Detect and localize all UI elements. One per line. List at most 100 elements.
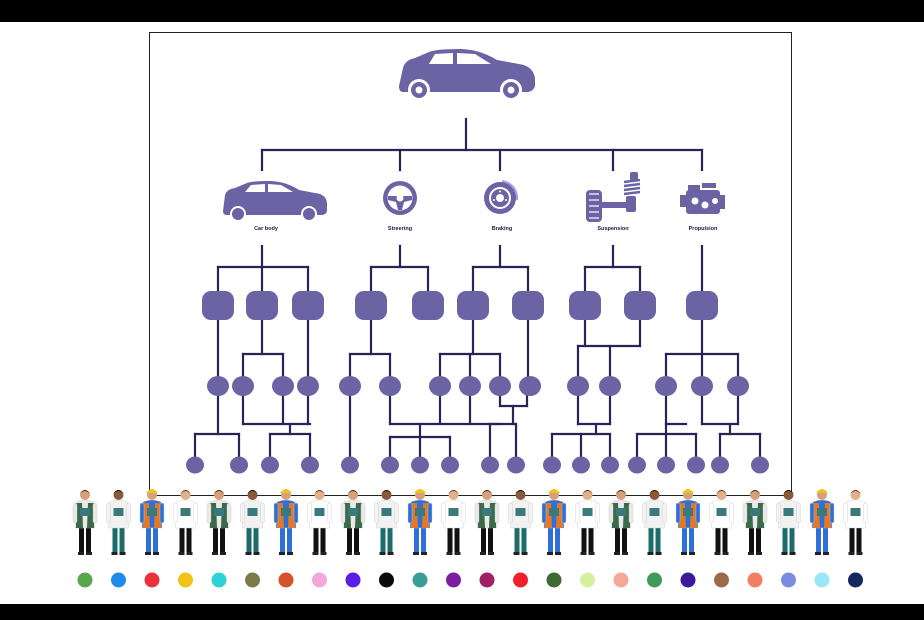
category-label-2: Braking — [491, 226, 513, 232]
tree-node-l3-16 — [711, 456, 729, 474]
color-dot-13 — [513, 572, 528, 588]
tree-node-l3-3 — [301, 456, 319, 474]
tree-node-l2-1 — [232, 376, 254, 396]
tree-node-l2-14 — [727, 376, 749, 396]
tree-node-l1-3 — [355, 291, 387, 320]
person-worker-shirt-icon — [776, 490, 801, 555]
top-black-bar — [0, 0, 924, 22]
tree-node-l2-0 — [207, 376, 229, 396]
person-worker-shirt-icon — [508, 490, 533, 555]
color-dot-6 — [278, 572, 294, 588]
person-worker-vest-icon — [474, 490, 500, 555]
color-dot-3 — [178, 572, 193, 588]
tree-node-l2-10 — [567, 376, 589, 396]
tree-node-l2-13 — [691, 376, 713, 396]
tree-node-l1-2 — [292, 291, 324, 320]
color-dot-5 — [245, 572, 260, 588]
person-mechanic-blue-icon — [273, 489, 299, 555]
color-dot-22 — [814, 572, 830, 588]
color-dot-17 — [647, 572, 662, 588]
color-dot-2 — [144, 572, 160, 588]
car-body-icon — [223, 181, 327, 222]
tree-node-l3-6 — [411, 456, 429, 474]
person-worker-shirt-icon — [374, 490, 399, 555]
person-scientist-labcoat-icon — [843, 490, 868, 555]
steering-wheel-icon — [383, 181, 417, 215]
color-dot-10 — [412, 572, 428, 588]
tree-node-l2-3 — [297, 376, 319, 396]
person-scientist-labcoat-icon — [173, 490, 198, 555]
tree-node-l3-17 — [751, 456, 769, 474]
tree-node-l3-14 — [657, 456, 675, 474]
color-dot-1 — [111, 572, 126, 588]
tree-node-l3-5 — [381, 456, 399, 474]
car-icon — [399, 49, 535, 101]
person-scientist-labcoat-icon — [307, 490, 332, 555]
color-dot-15 — [580, 572, 595, 588]
tree-node-l2-11 — [599, 376, 621, 396]
color-dot-14 — [546, 572, 562, 588]
bottom-black-bar — [0, 604, 924, 620]
person-mechanic-blue-icon — [407, 489, 433, 555]
tree-node-l1-7 — [569, 291, 601, 320]
tree-node-l3-12 — [601, 456, 619, 474]
category-label-0: Car body — [254, 226, 278, 232]
color-dot-9 — [379, 572, 394, 588]
tree-node-l3-13 — [628, 456, 646, 474]
tree-node-l3-7 — [441, 456, 459, 474]
category-label-1: Streering — [387, 226, 413, 232]
tree-node-l3-9 — [507, 456, 525, 474]
tree-node-l1-4 — [412, 291, 444, 320]
color-dot-21 — [781, 572, 796, 588]
tree-node-l1-0 — [202, 291, 234, 320]
tree-node-l2-7 — [459, 376, 481, 396]
color-dot-11 — [446, 572, 461, 588]
color-dot-23 — [848, 572, 863, 588]
person-worker-vest-icon — [206, 490, 232, 555]
tree-node-l1-8 — [624, 291, 656, 320]
brake-disc-icon — [484, 180, 519, 214]
tree-connectors — [193, 117, 762, 465]
person-mechanic-blue-icon — [541, 489, 567, 555]
tree-node-l1-5 — [457, 291, 489, 320]
color-dot-19 — [714, 572, 729, 588]
color-dots-row — [77, 572, 863, 588]
tree-node-l3-2 — [261, 456, 279, 474]
tree-nodes — [186, 291, 769, 474]
person-worker-vest-icon — [608, 490, 634, 555]
person-worker-shirt-icon — [240, 490, 265, 555]
person-worker-shirt-icon — [106, 490, 131, 555]
tree-node-l3-8 — [481, 456, 499, 474]
tree-node-l3-15 — [687, 456, 705, 474]
tree-node-l2-6 — [429, 376, 451, 396]
diagram-frame — [149, 32, 792, 496]
tree-node-l3-11 — [572, 456, 590, 474]
tree-node-l2-12 — [655, 376, 677, 396]
tree-node-l3-0 — [186, 456, 204, 474]
tree-node-l2-2 — [272, 376, 294, 396]
tree-node-l1-6 — [512, 291, 544, 320]
color-dot-12 — [479, 572, 495, 588]
people-row — [0, 488, 924, 560]
person-worker-vest-icon — [340, 490, 366, 555]
tree-node-l3-1 — [230, 456, 248, 474]
tree-node-l3-10 — [543, 456, 561, 474]
color-dot-20 — [747, 572, 763, 588]
color-dot-0 — [77, 572, 93, 588]
person-scientist-labcoat-icon — [441, 490, 466, 555]
tree-node-l1-9 — [686, 291, 718, 320]
engine-icon — [680, 183, 725, 214]
person-worker-vest-icon — [742, 490, 768, 555]
person-scientist-labcoat-icon — [709, 490, 734, 555]
category-label-4: Propulsion — [688, 226, 718, 232]
tree-node-l1-1 — [246, 291, 278, 320]
person-mechanic-blue-icon — [675, 489, 701, 555]
person-worker-shirt-icon — [642, 490, 667, 555]
tree-node-l2-8 — [489, 376, 511, 396]
color-dot-8 — [345, 572, 361, 588]
person-mechanic-blue-icon — [139, 489, 165, 555]
category-label-3: Suspension — [597, 226, 629, 232]
color-dot-7 — [312, 572, 327, 588]
person-worker-vest-icon — [72, 490, 98, 555]
